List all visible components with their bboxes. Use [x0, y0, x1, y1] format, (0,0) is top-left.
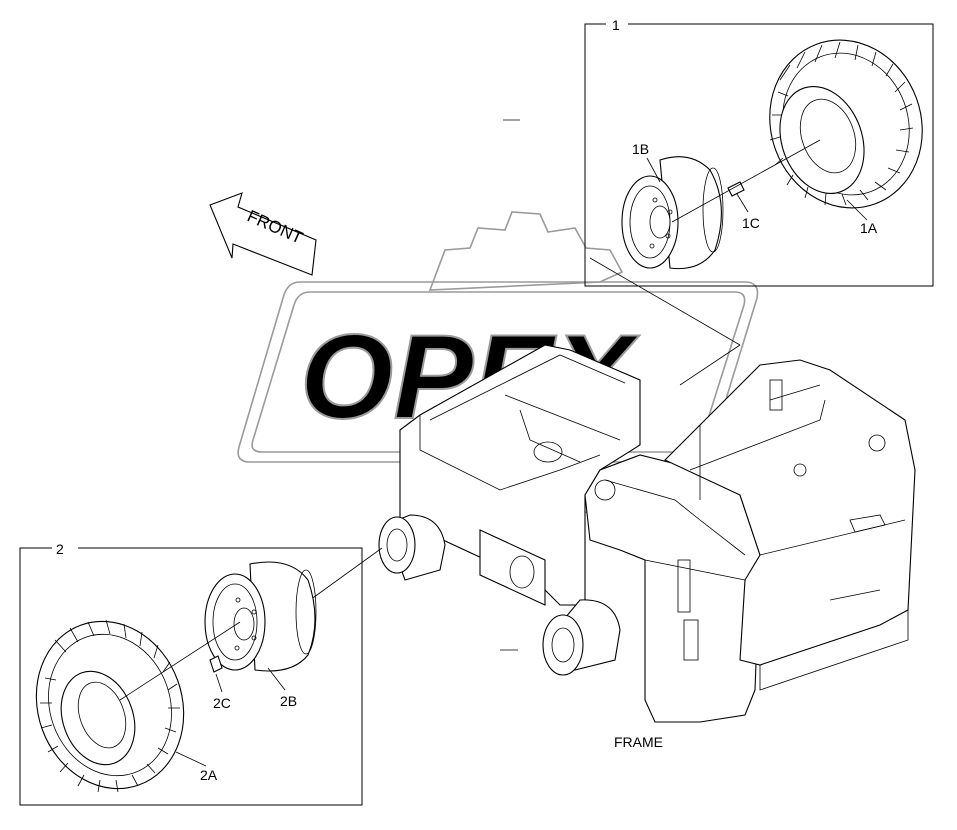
front-direction-arrow: FRONT: [209, 192, 317, 276]
tire-2a: [35, 619, 185, 793]
wheel-group-2: 2 2A 2B 2C: [19, 541, 363, 806]
callout-1b: 1B: [632, 141, 649, 157]
group-2-number: 2: [56, 541, 64, 557]
callout-2c: 2C: [213, 695, 231, 711]
rim-2b: [204, 561, 317, 672]
callout-1c: 1C: [742, 215, 760, 231]
valve-2c: [209, 655, 223, 673]
frame-label: FRAME: [614, 734, 663, 750]
callout-2a: 2A: [200, 767, 218, 783]
callout-2b: 2B: [280, 693, 297, 709]
rim-1b: [621, 156, 724, 270]
frame-assembly: FRAME: [309, 257, 916, 750]
group-1-number: 1: [612, 17, 620, 33]
valve-1c: [727, 181, 745, 197]
tire-1a: [769, 39, 923, 209]
callout-1a: 1A: [860, 220, 878, 236]
wheel-group-1: 1 1A 1B 1C: [584, 17, 934, 287]
